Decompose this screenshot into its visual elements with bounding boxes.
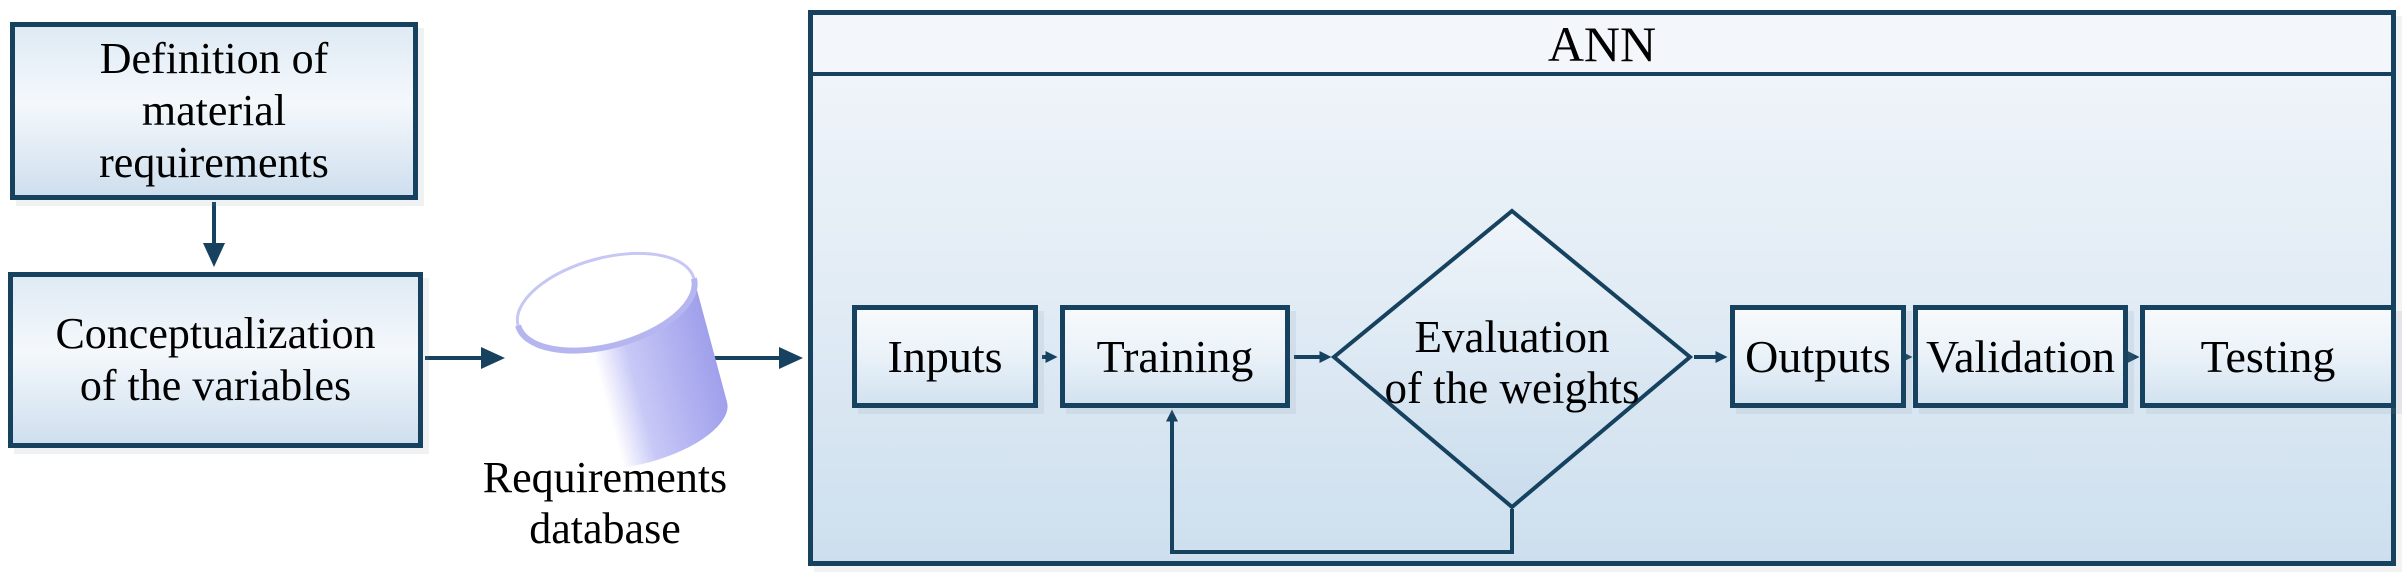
evaluation-diamond (1330, 208, 1694, 510)
validation-box: Validation (1913, 305, 2128, 408)
testing-box: Testing (2140, 305, 2396, 408)
ann-panel-header: ANN (813, 15, 2391, 76)
definition-box: Definition of material requirements (10, 22, 418, 200)
outputs-box: Outputs (1730, 305, 1906, 408)
ann-title: ANN (1547, 15, 1657, 72)
database-cylinder-rim (515, 277, 698, 354)
conceptualization-box: Conceptualization of the variables (8, 272, 423, 448)
training-box: Training (1060, 305, 1290, 408)
arrow-feedback-evaluation-to-training (1166, 409, 1514, 554)
inputs-box: Inputs (852, 305, 1038, 408)
database-label: Requirements database (482, 453, 728, 554)
evaluation-label: Evaluation of the weights (1384, 312, 1640, 414)
database-cylinder-icon (515, 251, 728, 470)
ann-panel: ANN (808, 10, 2396, 566)
